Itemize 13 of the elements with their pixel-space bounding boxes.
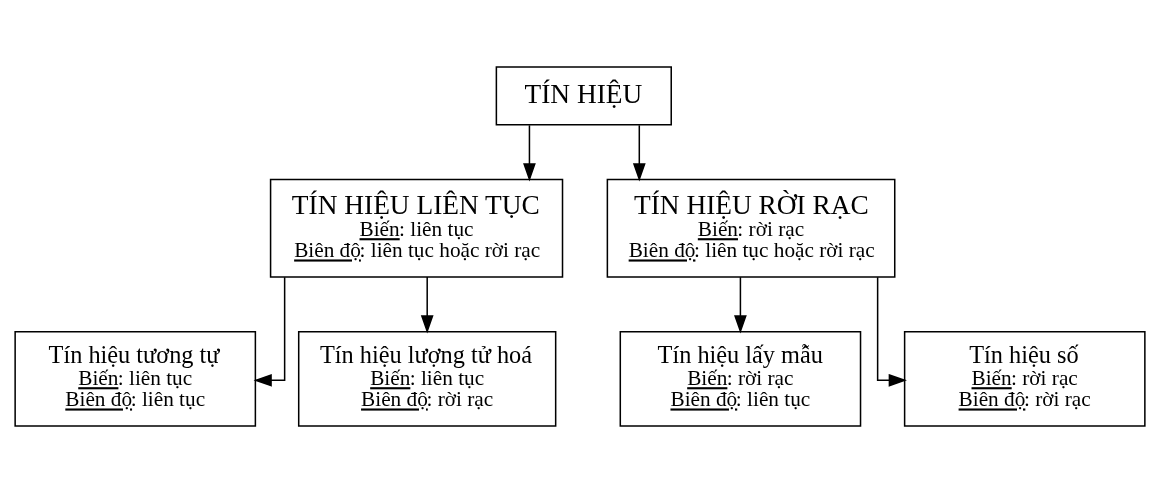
node-box: TÍN HIỆU: [495, 65, 672, 126]
arrow: [523, 124, 536, 182]
node-box: Tín hiệu lượng tử hoá Biến: liên tục Biên độ: rời rạc: [297, 330, 557, 427]
arrow: [253, 275, 286, 387]
arrow: [876, 275, 907, 387]
node-box: Tín hiệu lấy mẫu Biến: rời rạc Biên độ: liên tục: [619, 330, 862, 427]
node-box: Tín hiệu tương tự Biến: liên tục Biên độ: liên tục: [14, 330, 257, 427]
arrow: [420, 275, 434, 333]
node-box: TÍN HIỆU RỜI RẠC Biến: rời rạc Biên độ: liên tục hoặc rời rạc: [606, 178, 896, 278]
arrow: [632, 124, 646, 182]
node-box: TÍN HIỆU LIÊN TỤC Biến: liên tục Biên độ: liên tục hoặc rời rạc: [269, 178, 564, 278]
node-box: Tín hiệu số Biến: rời rạc Biên độ: rời rạc: [903, 330, 1146, 427]
arrow: [734, 275, 747, 333]
